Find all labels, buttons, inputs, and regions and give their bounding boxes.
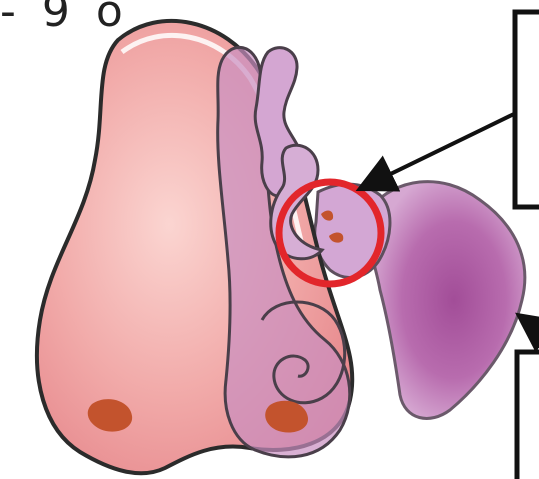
callout-box-upper	[515, 12, 539, 207]
callout-arrow-lower	[528, 322, 539, 330]
callout-arrow-upper	[370, 113, 516, 184]
callout-box-lower	[517, 352, 539, 479]
